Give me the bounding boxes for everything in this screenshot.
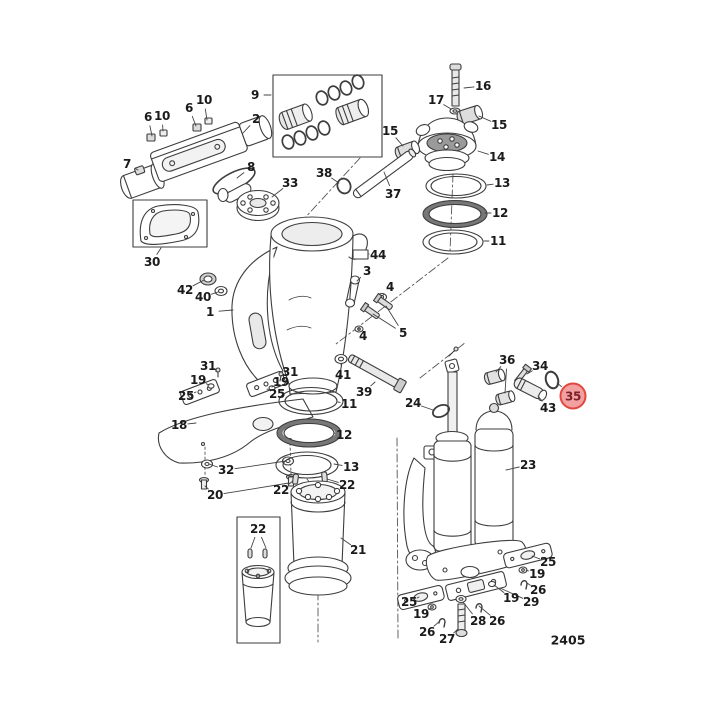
part-label-25[interactable]: 25	[268, 387, 286, 401]
part-label-6[interactable]: 6	[184, 101, 194, 115]
part-label-17[interactable]: 17	[427, 93, 445, 107]
part-label-30[interactable]: 30	[143, 255, 161, 269]
part-label-22[interactable]: 22	[272, 483, 290, 497]
rod-37-drawing	[352, 148, 417, 199]
part-label-19[interactable]: 19	[528, 567, 546, 581]
part-label-10[interactable]: 10	[195, 93, 213, 107]
part-label-9[interactable]: 9	[250, 88, 260, 102]
part-label-31[interactable]: 31	[199, 359, 217, 373]
part-label-19[interactable]: 19	[412, 607, 430, 621]
steering-actuator-drawing	[120, 115, 273, 199]
part-label-44[interactable]: 44	[369, 248, 387, 262]
part-label-34[interactable]: 34	[531, 359, 549, 373]
part-label-35-highlighted[interactable]: 35	[559, 382, 587, 410]
plate-30-drawing	[132, 199, 208, 248]
seal-kit-9-drawing	[272, 74, 383, 158]
part-label-26[interactable]: 26	[529, 583, 547, 597]
part-label-28[interactable]: 28	[469, 614, 487, 628]
lower-oring-stack-drawing	[275, 386, 344, 479]
part-label-15[interactable]: 15	[490, 118, 508, 132]
part-label-36[interactable]: 36	[498, 353, 516, 367]
part-label-37[interactable]: 37	[384, 187, 402, 201]
part-label-11[interactable]: 11	[340, 397, 358, 411]
part-label-19[interactable]: 19	[502, 591, 520, 605]
part-label-25[interactable]: 25	[177, 389, 195, 403]
hinge-pads-drawing	[180, 367, 286, 406]
part-label-8[interactable]: 8	[246, 160, 256, 174]
bolt-16-drawing	[449, 63, 462, 107]
fitting-6-10-drawing	[146, 117, 213, 142]
figure-number: 2405	[550, 632, 586, 648]
part-label-33[interactable]: 33	[281, 176, 299, 190]
part-label-6[interactable]: 6	[143, 110, 153, 124]
plug-7-drawing	[134, 165, 146, 176]
part-label-16[interactable]: 16	[474, 79, 492, 93]
part-label-4[interactable]: 4	[385, 280, 395, 294]
washer-41-drawing	[334, 353, 348, 365]
part-label-2[interactable]: 2	[251, 112, 261, 126]
bolt-27-drawing	[455, 603, 468, 638]
part-label-1[interactable]: 1	[205, 305, 215, 319]
leader-lines	[134, 86, 562, 634]
pin-kit-22-box-drawing	[236, 516, 281, 644]
part-label-12[interactable]: 12	[335, 428, 353, 442]
part-label-31[interactable]: 31	[281, 365, 299, 379]
steering-arm-33-drawing	[217, 183, 280, 222]
part-label-13[interactable]: 13	[342, 460, 360, 474]
part-label-11[interactable]: 11	[489, 234, 507, 248]
part-label-14[interactable]: 14	[488, 150, 506, 164]
part-label-3[interactable]: 3	[362, 264, 372, 278]
part-label-25[interactable]: 25	[539, 555, 557, 569]
part-label-19[interactable]: 19	[272, 375, 290, 389]
part-label-38[interactable]: 38	[315, 166, 333, 180]
pump-assembly-drawing	[336, 63, 484, 199]
part-label-13[interactable]: 13	[493, 176, 511, 190]
part-label-23[interactable]: 23	[519, 458, 537, 472]
part-label-29[interactable]: 29	[522, 595, 540, 609]
part-label-32[interactable]: 32	[217, 463, 235, 477]
part-label-7[interactable]: 7	[122, 157, 132, 171]
part-label-15[interactable]: 15	[381, 124, 399, 138]
washer-28-drawing	[455, 594, 467, 604]
swivel-bracket-1-drawing	[231, 216, 368, 395]
part-label-19[interactable]: 19	[189, 373, 207, 387]
oring-35-drawing	[544, 370, 560, 390]
part-label-39[interactable]: 39	[355, 385, 373, 399]
part-label-41[interactable]: 41	[334, 368, 352, 382]
part-label-26[interactable]: 26	[488, 614, 506, 628]
part-label-22[interactable]: 22	[249, 522, 267, 536]
spacer-tube-21-drawing	[284, 471, 352, 596]
bolt-39-drawing	[347, 354, 407, 394]
part-label-40[interactable]: 40	[194, 290, 212, 304]
part-label-25[interactable]: 25	[400, 595, 418, 609]
part-label-4[interactable]: 4	[358, 329, 368, 343]
ram-rod-drawing	[435, 346, 469, 446]
washer-40-drawing	[214, 285, 228, 297]
upper-oring-stack-drawing	[422, 173, 488, 255]
link-3-drawing	[344, 275, 361, 308]
part-label-12[interactable]: 12	[491, 206, 509, 220]
part-label-18[interactable]: 18	[170, 418, 188, 432]
bottom-hardware-drawing	[397, 542, 553, 638]
part-label-24[interactable]: 24	[404, 396, 422, 410]
part-label-43[interactable]: 43	[539, 401, 557, 415]
part-label-26[interactable]: 26	[418, 625, 436, 639]
key-44-drawing	[352, 249, 369, 260]
center-hardware-drawing	[199, 249, 407, 394]
part-label-20[interactable]: 20	[206, 488, 224, 502]
part-label-21[interactable]: 21	[349, 543, 367, 557]
part-label-22[interactable]: 22	[338, 478, 356, 492]
part-label-5[interactable]: 5	[398, 326, 408, 340]
bushing-36-drawing	[483, 368, 516, 406]
part-label-10[interactable]: 10	[153, 109, 171, 123]
pump-body-14-drawing	[415, 117, 479, 172]
oring-24-drawing	[432, 404, 450, 418]
trim-assembly-23-drawing	[403, 346, 560, 581]
pin-43-drawing	[513, 377, 548, 402]
oring-38-drawing	[336, 177, 352, 195]
part-label-27[interactable]: 27	[438, 632, 456, 646]
part-label-42[interactable]: 42	[176, 283, 194, 297]
